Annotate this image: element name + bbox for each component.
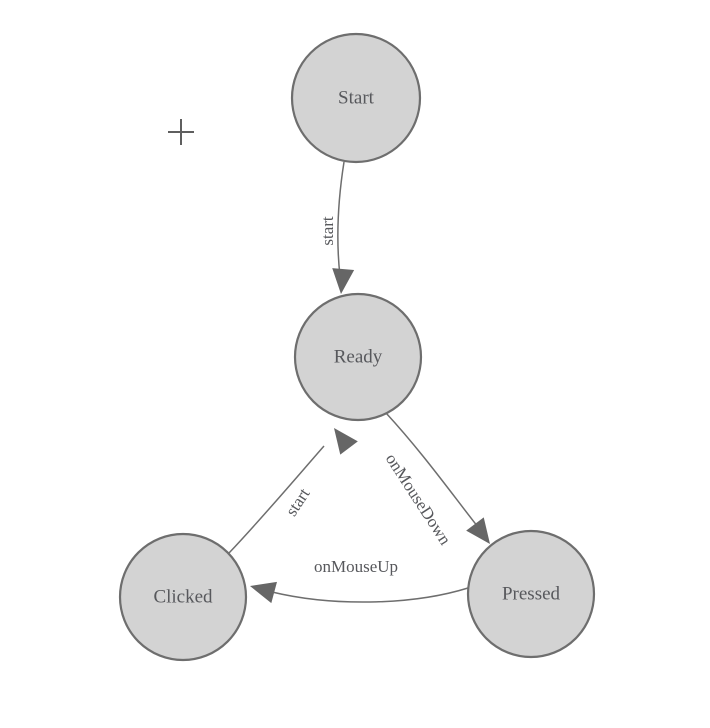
edge-arrowhead <box>332 268 355 294</box>
node-circle-clicked[interactable] <box>118 532 248 662</box>
edge-label-pressed-to-clicked: onMouseUp <box>314 557 398 576</box>
crosshair-marker-icon <box>168 119 194 145</box>
node-ready[interactable]: Ready <box>293 292 423 422</box>
node-label-pressed: Pressed <box>502 583 561 604</box>
node-label-ready: Ready <box>334 346 383 367</box>
edge-label-ready-to-pressed: onMouseDown <box>382 450 455 549</box>
edge-arrowhead <box>334 428 358 455</box>
node-clicked[interactable]: Clicked <box>118 532 248 662</box>
edge-pressed-to-clicked[interactable]: onMouseUp <box>250 557 469 604</box>
node-circle-start[interactable] <box>290 32 422 164</box>
crosshair-layer <box>168 119 194 145</box>
node-label-clicked: Clicked <box>153 586 213 607</box>
edge-line <box>271 587 469 603</box>
node-start[interactable]: Start <box>290 32 422 164</box>
edge-ready-to-pressed[interactable]: onMouseDown <box>382 412 490 549</box>
edge-line <box>337 161 345 277</box>
node-label-start: Start <box>338 87 375 108</box>
edge-arrowhead <box>466 517 490 544</box>
edge-line <box>385 412 479 528</box>
edge-line <box>228 445 325 554</box>
edge-label-start-to-ready: start <box>318 216 337 246</box>
node-circle-ready[interactable] <box>293 292 423 422</box>
node-pressed[interactable]: Pressed <box>466 529 596 659</box>
edge-clicked-to-ready[interactable]: start <box>228 428 358 554</box>
node-circle-pressed[interactable] <box>466 529 596 659</box>
edge-start-to-ready[interactable]: start <box>318 161 355 294</box>
edge-arrowhead <box>250 581 277 604</box>
